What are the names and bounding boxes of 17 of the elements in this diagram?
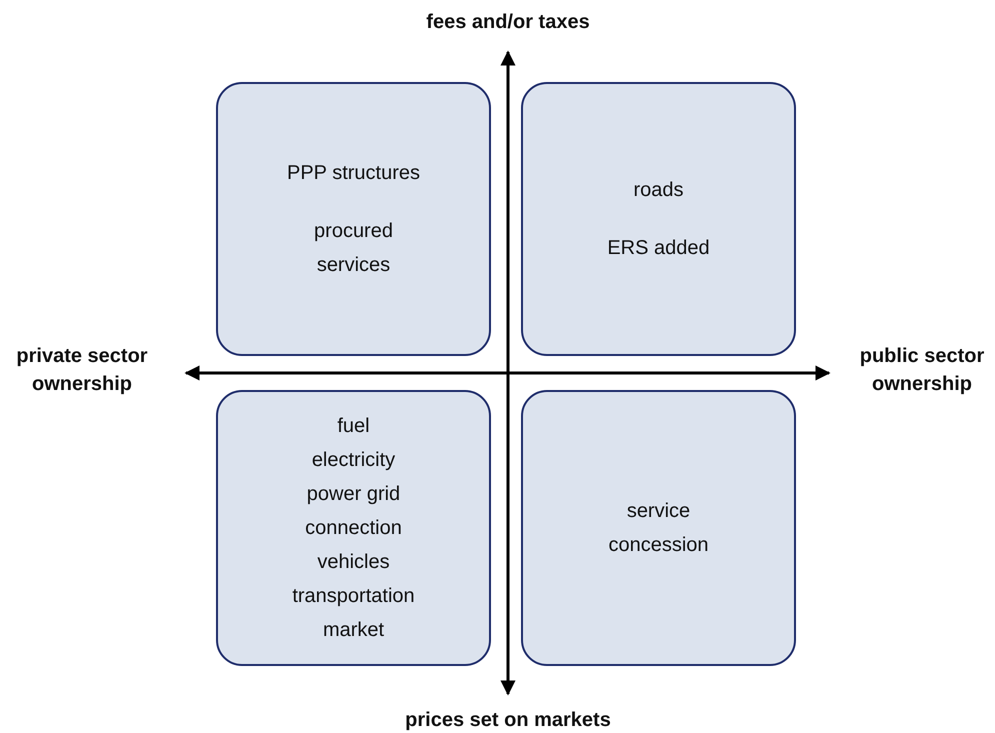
- axis-label: public sector ownership: [858, 344, 986, 397]
- axis-label: private sector ownership: [15, 344, 149, 397]
- box-text: fuel: [336, 414, 371, 439]
- box-text: PPP structures: [286, 161, 422, 186]
- quadrant-box: [521, 390, 796, 666]
- box-text: ERS added: [606, 236, 711, 261]
- box-text: transportation market: [291, 584, 416, 643]
- box-text: vehicles: [316, 550, 391, 575]
- box-text: procured services: [313, 219, 394, 278]
- box-text: service concession: [607, 499, 710, 558]
- quadrant-box: [216, 390, 491, 666]
- box-text: roads: [632, 178, 685, 203]
- quadrant-box: [521, 82, 796, 356]
- quadrant-box: [216, 82, 491, 356]
- box-text: electricity: [310, 448, 396, 473]
- axis-label: prices set on markets: [404, 708, 612, 733]
- axis-label: fees and/or taxes: [425, 10, 591, 35]
